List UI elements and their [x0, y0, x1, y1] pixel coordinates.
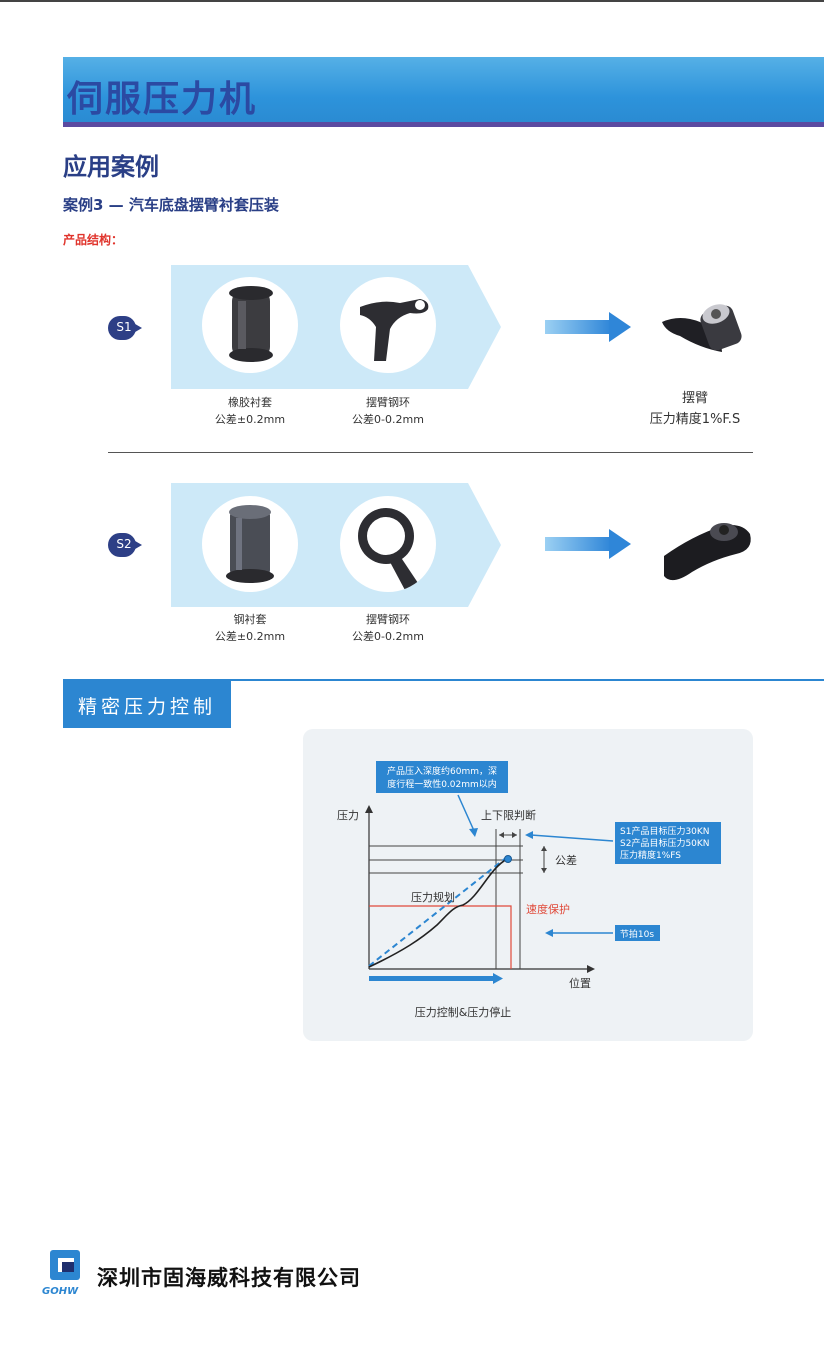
speed-protect-label: 速度保护	[526, 902, 570, 916]
s2-part2-caption: 摆臂钢环公差0-0.2mm	[352, 613, 424, 643]
s1-product-image	[660, 292, 756, 364]
bottom-caption: 压力控制&压力停止	[415, 1005, 512, 1019]
s1-badge: S1	[108, 316, 148, 340]
banner-underline	[63, 122, 824, 127]
steel-bushing-image	[202, 496, 298, 592]
top-rule	[0, 0, 824, 2]
x-axis-label: 位置	[569, 976, 591, 990]
target-line1: S1产品目标压力30KN	[620, 825, 710, 837]
row-divider	[108, 452, 753, 453]
s1-arrow	[545, 312, 631, 342]
cycle-label: 节拍10s	[620, 928, 654, 940]
depth-annotation-box	[376, 761, 508, 793]
s1-part2-caption: 摆臂钢环公差0-0.2mm	[352, 396, 424, 426]
company-name: 深圳市固海威科技有限公司	[97, 1265, 361, 1290]
rubber-bushing-image	[202, 277, 298, 373]
company-logo: GOHW	[42, 1248, 88, 1297]
section-rule	[63, 679, 824, 681]
depth-pointer	[457, 794, 476, 834]
depth-annotation-line1: 产品压入深度约60mm，深	[387, 765, 497, 777]
s2-part1-caption: 钢衬套公差±0.2mm	[214, 613, 286, 643]
swing-arm-ring-image-2	[340, 496, 436, 592]
limit-judge-label: 上下限判断	[481, 808, 536, 822]
tolerance-label: 公差	[555, 853, 577, 867]
swing-arm-ring-image	[340, 277, 436, 373]
target-pointer	[530, 834, 614, 842]
depth-annotation-line2: 度行程一致性0.02mm以内	[387, 778, 497, 790]
page-title: 伺服压力机	[67, 79, 258, 120]
svg-text:GOHW: GOHW	[42, 1286, 79, 1296]
pressure-plan-label: 压力规划	[411, 890, 455, 904]
s2-badge: S2	[108, 533, 148, 557]
case-title: 案例3 — 汽车底盘摆臂衬套压装	[63, 196, 279, 214]
endpoint-marker	[504, 855, 512, 863]
control-arrow-shaft	[369, 976, 493, 981]
s2-arrow	[545, 529, 631, 559]
title-banner	[63, 57, 824, 125]
target-annotation-box	[615, 822, 721, 864]
s2-product-image	[662, 506, 754, 586]
section-title: 精密压力控制	[77, 696, 216, 718]
cycle-box	[615, 925, 660, 941]
structure-label: 产品结构：	[63, 233, 124, 247]
section-heading: 应用案例	[63, 153, 159, 181]
y-axis-label: 压力	[337, 809, 359, 822]
pressure-actual-curve	[368, 858, 508, 968]
speed-protect-line	[369, 905, 512, 969]
pressure-chart: 产品压入深度约60mm，深 度行程一致性0.02mm以内 压力 位置 上下限判断…	[303, 729, 753, 1041]
s1-product-caption: 摆臂压力精度1%F.S	[649, 391, 741, 427]
s1-part1-caption: 橡胶衬套公差±0.2mm	[214, 396, 286, 426]
target-line2: S2产品目标压力50KN	[620, 837, 710, 849]
target-line3: 压力精度1%FS	[620, 849, 681, 861]
section-title-box	[63, 681, 231, 728]
